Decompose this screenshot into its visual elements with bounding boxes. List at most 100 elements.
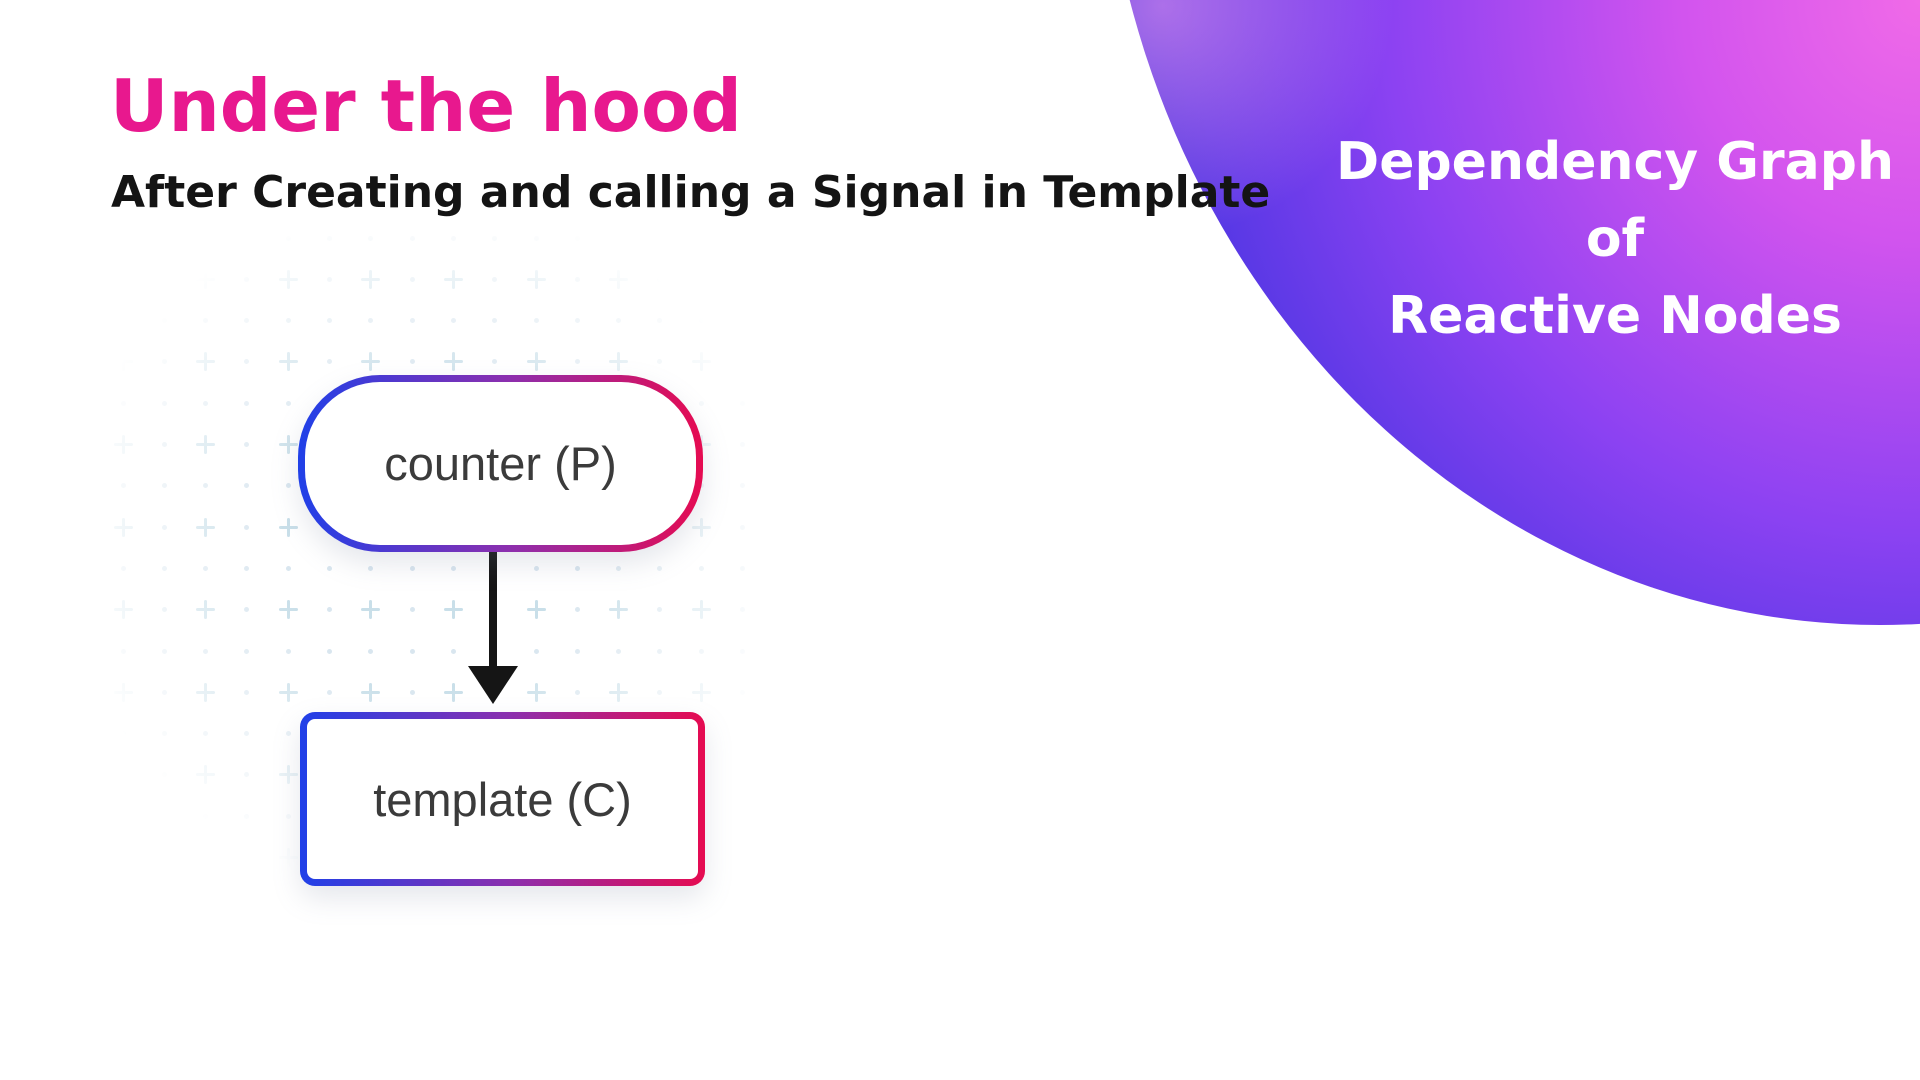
plus-mark-icon xyxy=(196,352,216,372)
dot-mark-icon xyxy=(533,565,539,571)
dot-mark-icon xyxy=(740,359,745,365)
dot-mark-icon xyxy=(203,318,209,324)
dot-mark-icon xyxy=(161,359,167,365)
dot-mark-icon xyxy=(740,565,745,571)
plus-mark-icon xyxy=(361,269,381,289)
dot-mark-icon xyxy=(161,648,167,654)
plus-mark-icon xyxy=(196,848,216,867)
plus-mark-icon xyxy=(278,600,298,620)
dot-mark-icon xyxy=(740,813,745,819)
dot-mark-icon xyxy=(740,607,745,613)
dot-mark-icon xyxy=(698,400,704,406)
plus-mark-icon xyxy=(278,269,298,289)
dot-mark-icon xyxy=(327,318,332,324)
dot-mark-icon xyxy=(740,235,745,241)
dot-mark-icon xyxy=(450,565,456,571)
dot-mark-icon xyxy=(161,276,167,282)
plus-mark-icon xyxy=(196,682,216,702)
plus-mark-icon xyxy=(609,269,629,289)
dot-mark-icon xyxy=(409,359,415,365)
dot-mark-icon xyxy=(244,565,250,571)
dot-mark-icon xyxy=(244,731,250,737)
dot-mark-icon xyxy=(409,607,415,613)
plus-mark-icon xyxy=(609,352,629,372)
dot-mark-icon xyxy=(244,689,250,695)
dot-mark-icon xyxy=(161,442,167,447)
plus-mark-icon xyxy=(278,517,298,537)
dot-mark-icon xyxy=(698,648,704,654)
dot-mark-icon xyxy=(492,276,498,282)
dot-mark-icon xyxy=(244,855,250,860)
dot-mark-icon xyxy=(740,855,745,860)
plus-mark-icon xyxy=(691,765,711,785)
dot-mark-icon xyxy=(450,648,456,654)
plus-mark-icon xyxy=(526,600,546,620)
dot-mark-icon xyxy=(327,565,332,571)
dot-mark-icon xyxy=(285,648,291,654)
dot-mark-icon xyxy=(574,689,580,695)
plus-mark-icon xyxy=(278,682,298,702)
dot-mark-icon xyxy=(161,400,167,406)
dot-mark-icon xyxy=(657,607,663,613)
dot-mark-icon xyxy=(244,442,250,447)
plus-mark-icon xyxy=(609,682,629,702)
dot-mark-icon xyxy=(285,235,291,241)
blob-caption-line-3: Reactive Nodes xyxy=(1388,286,1842,346)
dot-mark-icon xyxy=(740,731,745,737)
dot-mark-icon xyxy=(120,565,126,571)
dot-mark-icon xyxy=(574,359,580,365)
plus-mark-icon xyxy=(196,517,216,537)
dot-mark-icon xyxy=(492,235,498,241)
dot-mark-icon xyxy=(533,648,539,654)
dot-mark-icon xyxy=(161,855,167,860)
dot-mark-icon xyxy=(574,235,580,241)
plus-mark-icon xyxy=(113,848,133,867)
dot-mark-icon xyxy=(285,318,291,324)
dot-mark-icon xyxy=(244,524,250,530)
dot-mark-icon xyxy=(161,565,167,571)
dot-mark-icon xyxy=(740,318,745,324)
dot-mark-icon xyxy=(161,235,167,241)
plus-mark-icon xyxy=(526,269,546,289)
dot-mark-icon xyxy=(120,483,126,489)
dot-mark-icon xyxy=(120,648,126,654)
dot-mark-icon xyxy=(203,648,209,654)
dot-mark-icon xyxy=(657,689,663,695)
dot-mark-icon xyxy=(533,318,539,324)
plus-mark-icon xyxy=(113,435,133,454)
dot-mark-icon xyxy=(203,565,209,571)
dependency-arrow-line xyxy=(489,537,497,668)
arrow-head-icon xyxy=(468,666,518,704)
dot-mark-icon xyxy=(327,235,332,241)
dot-mark-icon xyxy=(616,648,622,654)
plus-mark-icon xyxy=(361,682,381,702)
plus-mark-icon xyxy=(113,352,133,372)
plus-mark-icon xyxy=(278,435,298,454)
blob-caption-line-1: Dependency Graph xyxy=(1336,132,1894,192)
plus-mark-icon xyxy=(691,682,711,702)
plus-mark-icon xyxy=(526,682,546,702)
dot-mark-icon xyxy=(244,318,250,324)
dot-mark-icon xyxy=(409,318,415,324)
plus-mark-icon xyxy=(691,435,711,454)
dot-mark-icon xyxy=(327,607,332,613)
dot-mark-icon xyxy=(740,689,745,695)
plus-mark-icon xyxy=(196,600,216,620)
plus-mark-icon xyxy=(113,269,133,289)
plus-mark-icon xyxy=(113,682,133,702)
dot-mark-icon xyxy=(285,400,291,406)
dot-mark-icon xyxy=(244,607,250,613)
dot-mark-icon xyxy=(698,318,704,324)
dot-mark-icon xyxy=(161,689,167,695)
dot-mark-icon xyxy=(285,565,291,571)
dot-mark-icon xyxy=(740,276,745,282)
node-template-label: template (C) xyxy=(373,772,632,826)
dot-mark-icon xyxy=(574,276,580,282)
dot-mark-icon xyxy=(740,648,745,654)
plus-mark-icon xyxy=(691,600,711,620)
dot-mark-icon xyxy=(203,483,209,489)
dot-mark-icon xyxy=(203,731,209,737)
dot-mark-icon xyxy=(120,400,126,406)
plus-mark-icon xyxy=(609,600,629,620)
dot-mark-icon xyxy=(203,235,209,241)
